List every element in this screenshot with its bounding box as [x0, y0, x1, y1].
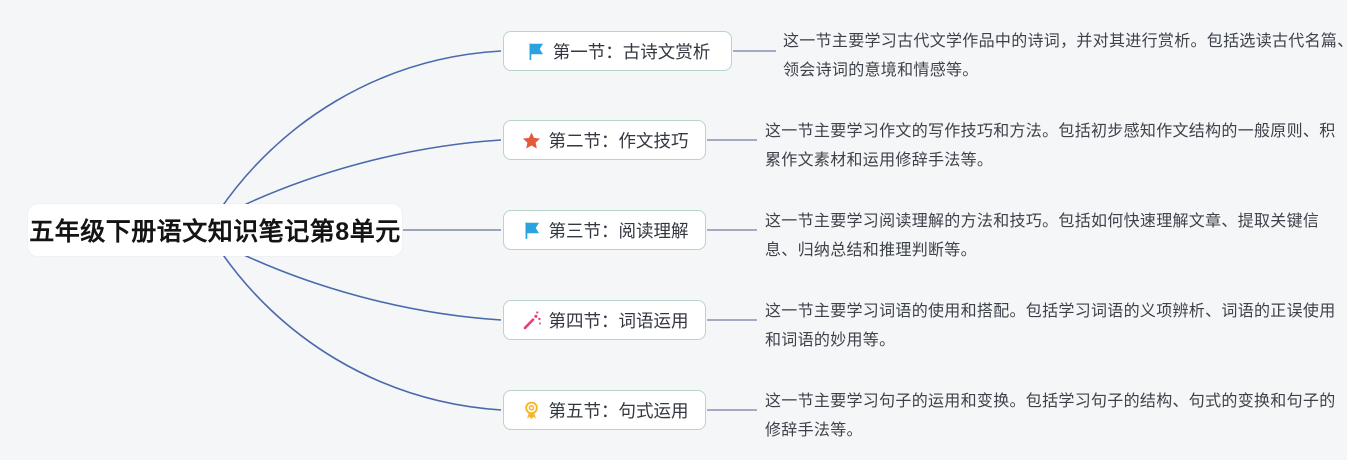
- section1-label: 第一节：古诗文赏析: [552, 41, 711, 62]
- root-topic-title: 五年级下册语文知识笔记第8单元: [29, 218, 401, 246]
- star-icon: [522, 131, 540, 149]
- section5-note[interactable]: 这一节主要学习句子的运用和变换。包括学习句子的结构、句式的变换和句子的修辞手法等…: [765, 393, 1336, 439]
- wand-icon: [523, 310, 541, 329]
- flag-icon: [525, 222, 539, 239]
- edge-root-to-section5: [218, 248, 502, 411]
- section2-node[interactable]: 第二节：作文技巧: [503, 120, 706, 160]
- section3-note[interactable]: 这一节主要学习阅读理解的方法和技巧。包括如何快速理解文章、提取关键信息、归纳总结…: [765, 213, 1320, 259]
- medal-icon: [524, 401, 538, 419]
- section2-label: 第二节：作文技巧: [548, 130, 689, 151]
- section1-node[interactable]: 第一节：古诗文赏析: [503, 31, 732, 71]
- root-topic-node[interactable]: 五年级下册语文知识笔记第8单元: [28, 204, 402, 256]
- section5-node[interactable]: 第五节：句式运用: [503, 390, 706, 430]
- section5-label: 第五节：句式运用: [548, 400, 689, 421]
- section4-note[interactable]: 这一节主要学习词语的使用和搭配。包括学习词语的义项辨析、词语的正误使用和词语的妙…: [765, 303, 1336, 349]
- section4-label: 第四节：词语运用: [548, 310, 689, 331]
- edge-root-to-section1: [218, 50, 502, 212]
- section3-label: 第三节：阅读理解: [548, 220, 689, 241]
- section1-note[interactable]: 这一节主要学习古代文学作品中的诗词，并对其进行赏析。包括选读古代名篇、领会诗词的…: [783, 33, 1347, 79]
- section4-node[interactable]: 第四节：词语运用: [503, 300, 706, 340]
- section2-note[interactable]: 这一节主要学习作文的写作技巧和方法。包括初步感知作文结构的一般原则、积累作文素材…: [765, 123, 1336, 169]
- section3-node[interactable]: 第三节：阅读理解: [503, 210, 706, 250]
- flag-icon: [529, 43, 543, 60]
